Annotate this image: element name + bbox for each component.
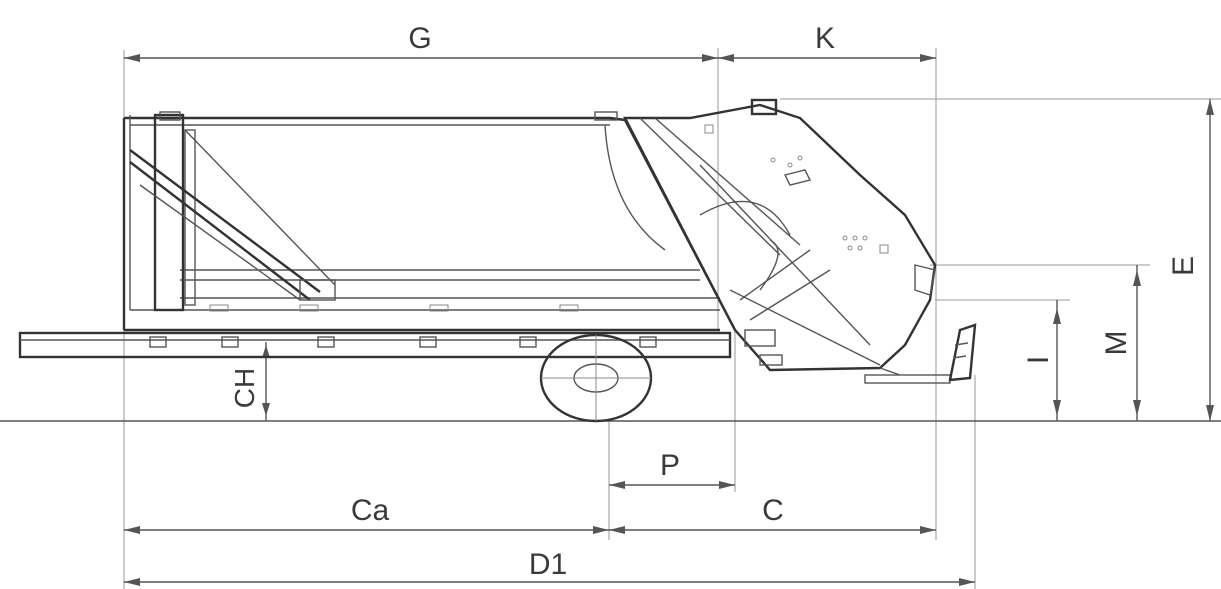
- container-body: [122, 111, 720, 332]
- dimension-ca: Ca: [124, 494, 609, 534]
- dimension-d1: D1: [124, 548, 975, 586]
- dimension-p-label: P: [660, 449, 680, 482]
- dimension-e: E: [1167, 99, 1214, 421]
- rear-step: [948, 323, 977, 382]
- dimension-g: G: [124, 22, 718, 62]
- dimension-i: I: [1022, 300, 1061, 421]
- dimension-ca-label: Ca: [351, 494, 390, 527]
- rear-wheel: [539, 333, 653, 423]
- dimension-e-label: E: [1167, 256, 1200, 276]
- dimension-k: K: [718, 22, 936, 62]
- dimension-ch: CH: [229, 342, 270, 421]
- dimension-ch-label: CH: [229, 368, 260, 408]
- dimension-m: M: [1100, 265, 1141, 421]
- extension-lines: [123, 48, 1221, 589]
- dimension-d1-label: D1: [529, 548, 567, 581]
- tailgate-hopper: [623, 98, 951, 384]
- dimension-g-label: G: [408, 22, 431, 55]
- dimension-p: P: [609, 449, 735, 489]
- dimension-k-label: K: [815, 22, 835, 55]
- chassis-frame: [18, 331, 732, 359]
- tail-lights: [744, 329, 783, 366]
- dimension-c: C: [609, 494, 936, 534]
- dimension-i-label: I: [1022, 356, 1055, 364]
- dimension-m-label: M: [1100, 331, 1133, 356]
- dimension-c-label: C: [762, 494, 784, 527]
